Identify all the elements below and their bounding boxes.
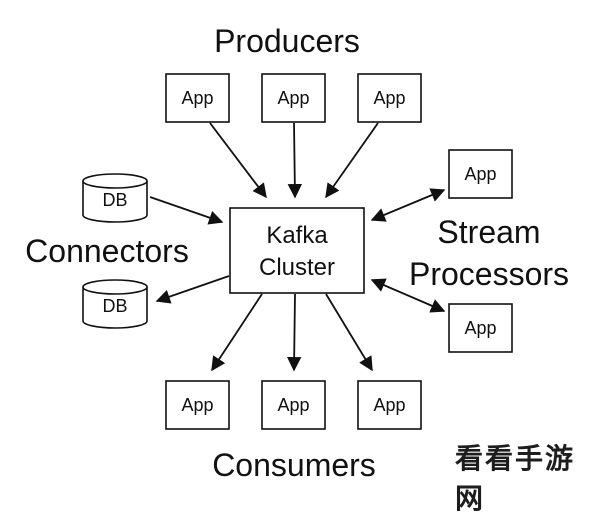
consumer-app-3-label: App (373, 395, 405, 415)
kafka-cluster-node: Kafka Cluster (229, 207, 365, 294)
db-cylinder-top: DB (82, 173, 148, 223)
stream-processor-app-1-label: App (464, 164, 496, 184)
kafka-cluster-label-line1: Kafka (266, 222, 328, 249)
db-top-label: DB (102, 190, 127, 210)
producer-app-3: App (357, 73, 422, 123)
producer-app-3-label: App (373, 88, 405, 108)
stream-processors-label-line2: Processors (409, 256, 569, 292)
consumers-label: Consumers (212, 447, 376, 483)
arrow-producer-1-to-cluster (209, 122, 267, 199)
arrow-cluster-to-consumer-1 (211, 293, 263, 372)
connectors-label: Connectors (25, 233, 189, 269)
producer-app-1-label: App (181, 88, 213, 108)
producer-app-2-label: App (277, 88, 309, 108)
consumer-app-1-label: App (181, 395, 213, 415)
consumer-app-2-label: App (277, 395, 309, 415)
stream-processor-app-2-label: App (464, 318, 496, 338)
arrow-producer-3-to-cluster (325, 122, 379, 199)
producer-app-2: App (261, 73, 326, 123)
kafka-architecture-diagram: Producers Consumers Connectors Stream Pr… (25, 23, 569, 483)
consumer-app-2: App (261, 380, 326, 430)
watermark: 看看手游网 (455, 442, 593, 515)
arrow-cluster-to-consumer-3 (325, 293, 373, 372)
consumer-app-3: App (357, 380, 422, 430)
consumer-app-1: App (165, 380, 230, 430)
arrow-db-to-cluster (149, 196, 224, 225)
db-cylinder-bottom: DB (82, 279, 148, 329)
arrow-stream-processor-2-cluster (370, 278, 446, 313)
stream-processor-app-1: App (448, 149, 513, 199)
stream-processors-label-line1: Stream (437, 214, 540, 250)
kafka-cluster-label-line2: Cluster (259, 254, 335, 281)
stream-processor-app-2: App (448, 303, 513, 353)
arrow-stream-processor-1-cluster (370, 188, 446, 222)
db-bottom-label: DB (102, 296, 127, 316)
arrow-cluster-to-consumer-2 (286, 293, 302, 372)
producers-label: Producers (214, 23, 360, 59)
watermark-text: 看看手游网 (455, 441, 576, 515)
arrow-cluster-to-db (155, 275, 230, 304)
arrow-producer-2-to-cluster (287, 122, 303, 199)
producer-app-1: App (165, 73, 230, 123)
